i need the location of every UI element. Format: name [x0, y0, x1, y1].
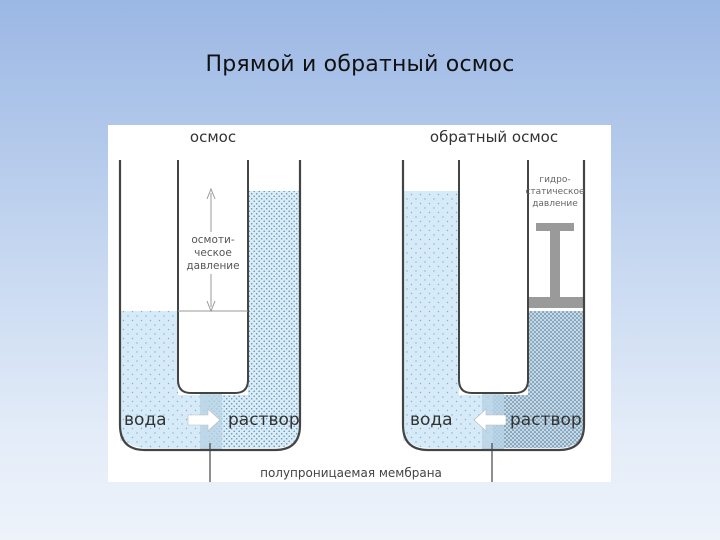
ro-inner-divider — [459, 160, 528, 393]
water-label-right: вода — [410, 410, 453, 430]
osmotic-pressure-line-1: осмоти- — [191, 234, 234, 246]
hydrostatic-pressure-line-2: статическое — [525, 187, 585, 197]
inner-divider-outline — [177, 160, 249, 394]
inner-divider — [178, 160, 248, 393]
solution-fill-right — [248, 191, 300, 421]
solution-label-left: раствор — [228, 410, 300, 430]
ro-inner-divider-outline — [458, 160, 529, 394]
pressure-arrow-down — [206, 300, 216, 313]
reverse-osmosis-heading: обратный осмос — [430, 128, 558, 146]
water-bottom — [120, 395, 208, 448]
hydrostatic-pressure-line-3: давление — [532, 199, 578, 209]
piston-rod — [550, 229, 560, 299]
solution-label-right: раствор — [510, 410, 582, 430]
piston-plate — [528, 297, 584, 308]
osmosis-diagram-svg: осмоти- ческое давление осмос вода раств… — [118, 128, 586, 482]
osmosis-heading: осмос — [190, 128, 236, 146]
reverse-osmosis-panel: обратный осмос гидро- статическое давлен… — [401, 128, 586, 482]
flow-arrow-right — [187, 408, 221, 432]
membrane-caption: полупроницаемая мембрана — [260, 466, 442, 480]
osmotic-pressure-line-3: давление — [186, 260, 239, 272]
osmosis-panel: осмоти- ческое давление осмос вода раств… — [118, 128, 302, 482]
solution-bottom — [208, 395, 300, 448]
piston-handle — [536, 223, 574, 231]
flow-arrow-left — [473, 408, 507, 432]
osmosis-diagram: осмоти- ческое давление осмос вода раств… — [108, 125, 611, 482]
pressure-label-bg — [180, 232, 246, 274]
ro-water-bottom — [403, 395, 493, 448]
water-label-left: вода — [124, 410, 167, 430]
osmotic-pressure-line-2: ческое — [194, 247, 232, 259]
pressure-arrow-up — [206, 187, 216, 200]
outer-tube-right — [401, 160, 586, 452]
hydrostatic-pressure-line-1: гидро- — [539, 175, 570, 185]
ro-solution-bottom — [493, 395, 584, 448]
slide-title: Прямой и обратный осмос — [205, 52, 515, 77]
